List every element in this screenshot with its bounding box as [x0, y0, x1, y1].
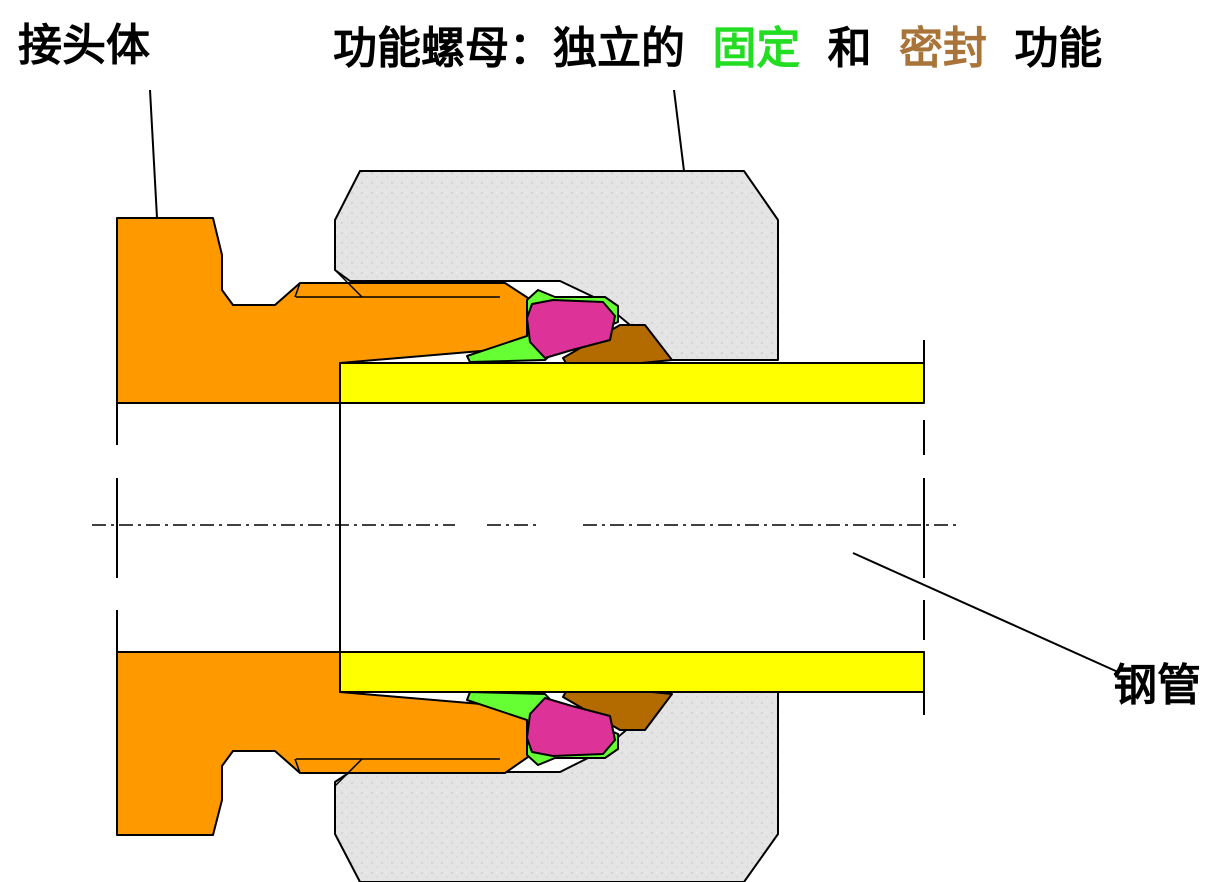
title-grip-word: 固定 — [712, 23, 800, 74]
seal-ring-top — [526, 299, 616, 359]
leader-line-nut — [673, 89, 685, 172]
body-step-line-bottom — [294, 758, 301, 774]
tube-wall-top — [339, 362, 925, 404]
seal-ring-bottom — [526, 697, 616, 757]
tube-label: 钢管 — [1113, 660, 1201, 711]
nut-chamfer-line-bottom — [334, 758, 363, 787]
fitting-body-label: 接头体 — [18, 20, 150, 71]
nut-chamfer-line-top — [334, 269, 363, 298]
title-seal-word: 密封 — [899, 23, 987, 74]
title-prefix: 功能螺母：独立的 — [333, 23, 685, 74]
fitting-body-bottom — [116, 651, 529, 836]
body-step-line-top — [294, 282, 301, 298]
title-conjunction: 和 — [828, 23, 872, 74]
nut-title-label: 功能螺母：独立的 固定 和 密封 功能 — [333, 23, 1102, 74]
title-suffix: 功能 — [1014, 23, 1102, 74]
tube-wall-bottom — [339, 651, 925, 693]
leader-line-tube — [852, 552, 1119, 673]
leader-line-fitting-body — [149, 89, 158, 219]
